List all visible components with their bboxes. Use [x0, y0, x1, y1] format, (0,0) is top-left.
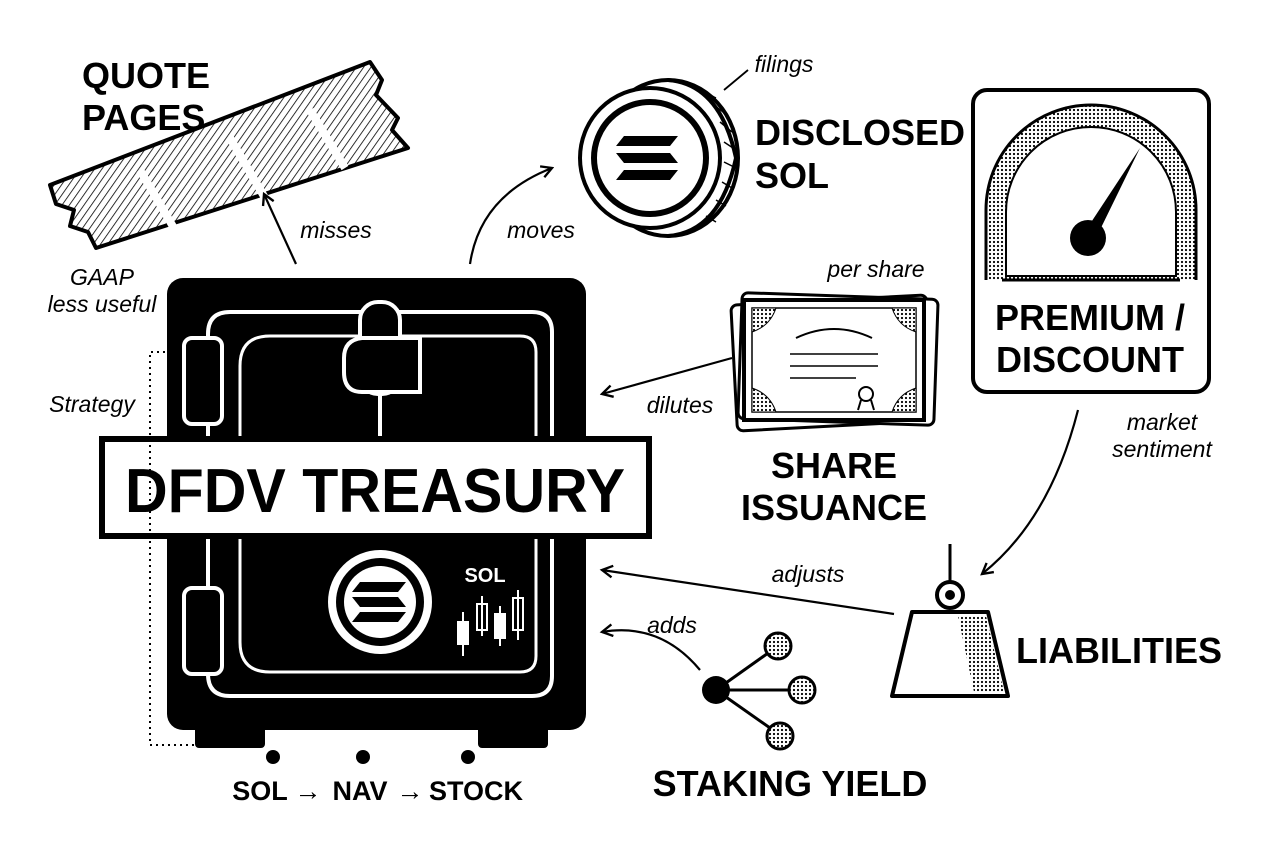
share-issuance-line-2: ISSUANCE — [741, 487, 927, 528]
network-icon — [702, 631, 817, 751]
flow-stock: STOCK — [429, 776, 524, 806]
candlestick-icon — [457, 590, 524, 656]
per-share-note: per share — [826, 256, 924, 282]
liabilities-label: LIABILITIES — [1016, 630, 1222, 671]
flow-arrow-2: → — [397, 776, 424, 806]
filings-note: filings — [755, 51, 814, 77]
quote-pages-line-1: QUOTE — [82, 55, 210, 96]
flow-sol: SOL — [232, 776, 288, 806]
gauge-icon — [971, 88, 1211, 394]
edge-adjusts: adjusts — [772, 561, 845, 587]
disclosed-sol-line-2: SOL — [755, 155, 829, 196]
edge-moves: moves — [507, 217, 575, 243]
staking-yield-label: STAKING YIELD — [653, 763, 928, 804]
flow-dots — [266, 750, 475, 764]
vault-sol-label: SOL — [464, 565, 505, 587]
share-issuance-line-1: SHARE — [771, 445, 897, 486]
gaap-note-line-2: less useful — [48, 291, 158, 317]
edge-adds: adds — [647, 612, 697, 638]
premium-discount-line-2: DISCOUNT — [996, 339, 1184, 380]
edge-misses: misses — [300, 217, 372, 243]
certificate-icon — [729, 291, 940, 433]
flow-nav: NAV — [332, 776, 387, 806]
solana-coin-icon — [578, 78, 740, 238]
edge-dilutes: dilutes — [647, 392, 714, 418]
market-sentiment-line-2: sentiment — [1112, 436, 1213, 462]
tape-icon — [48, 60, 410, 250]
strategy-note: Strategy — [49, 391, 136, 417]
market-sentiment-line-1: market — [1127, 409, 1199, 435]
disclosed-sol-line-1: DISCLOSED — [755, 112, 965, 153]
title-box: DFDV TREASURY — [99, 436, 652, 539]
page-title: DFDV TREASURY — [125, 457, 625, 526]
gaap-note-line-1: GAAP — [70, 264, 135, 290]
flow-arrow-1: → — [295, 776, 322, 806]
solana-coin-icon — [328, 550, 432, 654]
weight-icon — [890, 544, 1010, 698]
quote-pages-line-2: PAGES — [82, 97, 205, 138]
premium-discount-line-1: PREMIUM / — [995, 297, 1185, 338]
flow-label: SOL → NAV → STOCK — [232, 776, 523, 806]
